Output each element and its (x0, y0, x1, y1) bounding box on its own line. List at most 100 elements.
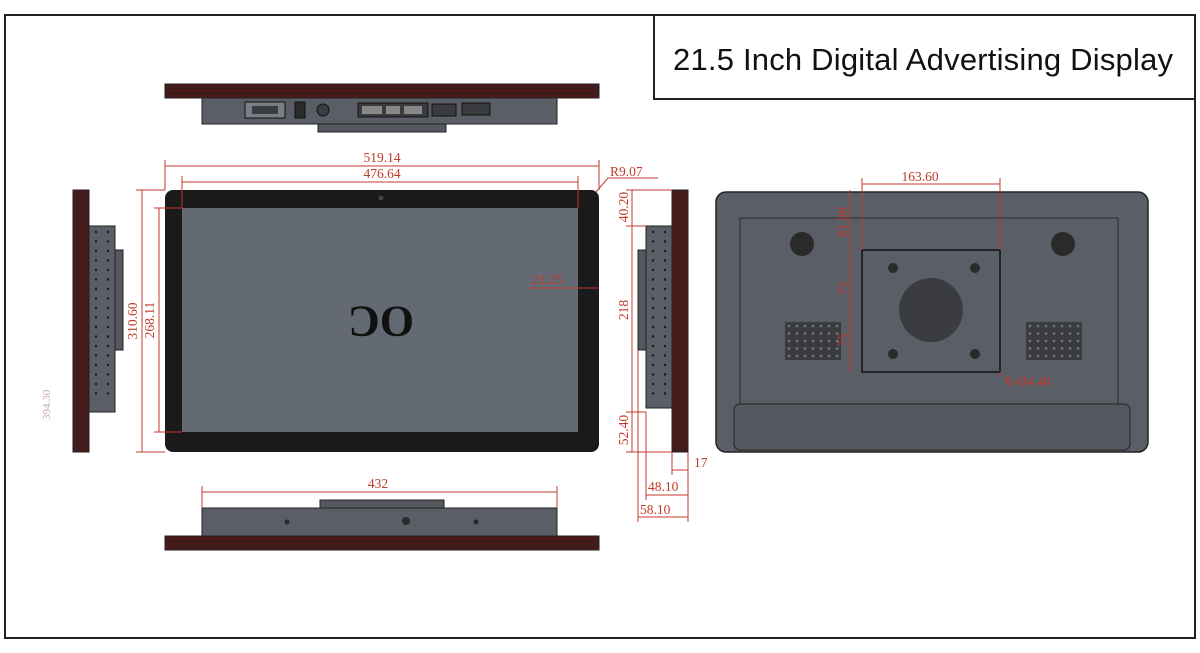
side-hole (106, 316, 110, 319)
side-hole (94, 325, 98, 329)
side-hole (94, 259, 98, 262)
vent-hole (1044, 347, 1048, 350)
vent-hole (1044, 324, 1048, 328)
side-hole (94, 297, 98, 300)
vent-hole (1028, 324, 1032, 328)
side-hole (663, 249, 667, 253)
side-hole (106, 268, 110, 272)
vent-hole (795, 347, 799, 350)
side-hole (106, 335, 110, 338)
vent-hole (803, 347, 807, 350)
back-dimensions (849, 178, 1009, 383)
hdmi-port (431, 103, 457, 117)
bottom-view (164, 499, 600, 551)
side-hole (106, 354, 110, 357)
vent-hole (787, 354, 791, 358)
dim-side-height: 218 (616, 300, 631, 321)
vent-hole (1060, 354, 1064, 358)
side-hole (651, 373, 655, 376)
vent-hole (835, 324, 839, 328)
side-hole (94, 287, 98, 291)
side-hole (663, 325, 667, 329)
vent-hole (811, 347, 815, 350)
vent-hole (1060, 332, 1064, 335)
dim-vesa-holes: 6-Ø4.40 (1006, 374, 1051, 389)
side-hole (94, 240, 98, 243)
side-hole (651, 354, 655, 357)
vent-hole (787, 332, 791, 335)
front-view: OC (165, 190, 599, 452)
dim-overall-width: 519.14 (363, 150, 400, 165)
dim-bottom-width: 432 (368, 476, 388, 491)
vent-hole (803, 324, 807, 328)
side-hole (651, 363, 655, 367)
vent-hole (811, 332, 815, 335)
vent-hole (795, 339, 799, 343)
speaker-left (790, 232, 814, 256)
vent-hole (1036, 354, 1040, 358)
side-hole (663, 392, 667, 395)
speaker-right (1051, 232, 1075, 256)
vent-hole (819, 332, 823, 335)
vent-hole (1044, 339, 1048, 343)
side-hole (663, 363, 667, 367)
vent-hole (803, 339, 807, 343)
dim-depth-48: 48.10 (648, 479, 679, 494)
side-hole (94, 392, 98, 395)
side-hole (94, 354, 98, 357)
vent-hole (795, 324, 799, 328)
vent-hole (1036, 347, 1040, 350)
front-screen (182, 208, 578, 432)
vent-hole (1076, 354, 1080, 358)
dim-vesa-width: 163.60 (901, 169, 938, 184)
vent-hole (1076, 347, 1080, 350)
side-hole (94, 363, 98, 367)
vent-hole (1036, 332, 1040, 335)
vent-hole (1052, 324, 1056, 328)
side-hole (94, 278, 98, 281)
front-camera (378, 195, 384, 201)
vent-hole (1028, 332, 1032, 335)
side-hole (663, 259, 667, 262)
vent-hole (1076, 324, 1080, 328)
vent-hole (795, 332, 799, 335)
vent-hole (819, 324, 823, 328)
left-side-label: 394.30 (41, 389, 53, 420)
side-hole (106, 306, 110, 310)
side-hole (94, 335, 98, 338)
left-side-view (72, 189, 124, 453)
dim-screen-height: 268.11 (142, 302, 157, 339)
vent-hole (1052, 332, 1056, 335)
vent-hole (811, 324, 815, 328)
side-hole (663, 230, 667, 234)
side-hole (663, 268, 667, 272)
usb-ports (461, 102, 491, 116)
side-hole (663, 278, 667, 281)
side-hole (94, 249, 98, 253)
side-hole (651, 306, 655, 310)
side-hole (663, 354, 667, 357)
side-hole (651, 382, 655, 386)
vent-hole (819, 347, 823, 350)
vent-hole (1060, 324, 1064, 328)
vent-hole (827, 347, 831, 350)
page-title: 21.5 Inch Digital Advertising Display (673, 42, 1174, 77)
side-hole (651, 325, 655, 329)
vent-hole (787, 347, 791, 350)
dim-side-bezel: 21.25 (532, 272, 563, 287)
vent-hole (1052, 354, 1056, 358)
back-view (715, 191, 1149, 453)
side-hole (106, 382, 110, 386)
side-hole (106, 240, 110, 243)
side-hole (106, 230, 110, 234)
side-hole (106, 392, 110, 395)
vent-hole (811, 354, 815, 358)
dim-depth-58: 58.10 (640, 502, 671, 517)
vent-hole (835, 347, 839, 350)
vent-hole (1028, 354, 1032, 358)
side-hole (651, 268, 655, 272)
side-hole (106, 325, 110, 329)
side-hole (663, 240, 667, 243)
vent-hole (835, 332, 839, 335)
side-hole (94, 373, 98, 376)
